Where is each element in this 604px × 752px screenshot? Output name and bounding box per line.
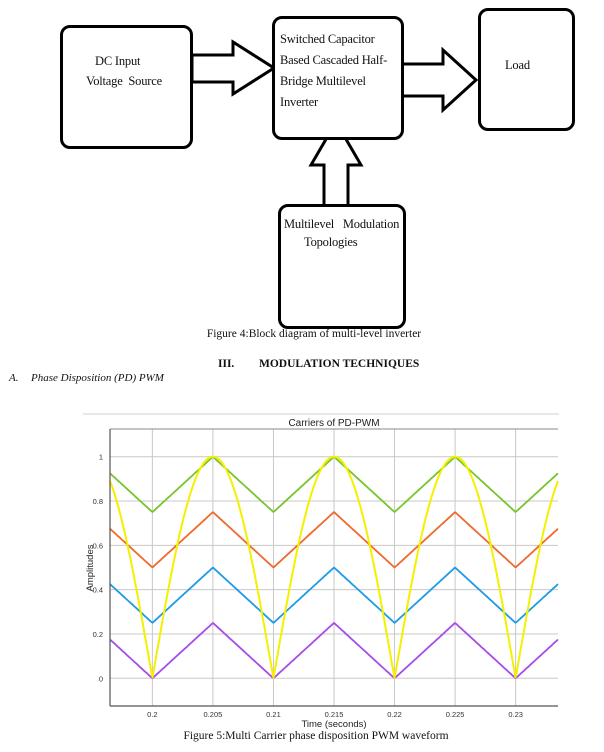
x-tick-label: 0.23: [508, 710, 523, 719]
x-tick-label: 0.21: [266, 710, 281, 719]
subsection-title: Phase Disposition (PD) PWM: [31, 372, 164, 384]
series-carrier-3: [109, 511, 559, 569]
load-block: [478, 8, 575, 131]
dc-source-block: [60, 25, 193, 149]
arrow-inverter-to-load: [400, 46, 479, 114]
dc-source-label-line1: DC Input: [95, 54, 141, 68]
figure-5-caption: Figure 5:Multi Carrier phase disposition…: [183, 730, 449, 742]
x-tick-label: 0.205: [204, 710, 223, 719]
modulation-label-line1: Multilevel Modulation: [284, 217, 400, 231]
y-tick-label: 1: [99, 453, 103, 462]
y-tick-label: 0.6: [93, 541, 103, 550]
arrow-source-to-inverter: [190, 39, 277, 97]
y-tick-label: 0: [99, 674, 103, 683]
inverter-label-line3: Bridge Multilevel: [280, 74, 366, 88]
dc-source-label-line2: Voltage Source: [86, 74, 162, 88]
y-tick-label: 0.2: [93, 630, 103, 639]
series-carrier-1: [109, 622, 559, 680]
subsection-letter: A.: [9, 372, 19, 384]
modulation-label-line2: Topologies: [304, 235, 358, 249]
load-label: Load: [505, 58, 530, 72]
inverter-label-line4: Inverter: [280, 95, 318, 109]
section-title: MODULATION TECHNIQUES: [259, 358, 420, 370]
x-tick-label: 0.2: [147, 710, 157, 719]
y-axis-label: Amplitudes: [85, 544, 96, 591]
x-tick-label: 0.215: [325, 710, 344, 719]
x-tick-label: 0.22: [387, 710, 402, 719]
figure-4-caption: Figure 4:Block diagram of multi-level in…: [206, 328, 422, 340]
series-reference: [109, 455, 559, 679]
series-carrier-2: [109, 566, 559, 624]
y-tick-label: 0.4: [93, 586, 103, 595]
inverter-label-line2: Based Cascaded Half-: [280, 53, 388, 67]
y-tick-label: 0.8: [93, 497, 103, 506]
x-tick-label: 0.225: [446, 710, 465, 719]
modulation-block: [278, 204, 406, 329]
inverter-block: [272, 16, 404, 140]
x-axis-label: Time (seconds): [301, 719, 366, 730]
section-number: III.: [218, 358, 235, 370]
arrow-modulation-to-inverter: [308, 119, 364, 208]
inverter-label-line1: Switched Capacitor: [280, 32, 375, 46]
chart-title: Carriers of PD-PWM: [288, 418, 379, 429]
